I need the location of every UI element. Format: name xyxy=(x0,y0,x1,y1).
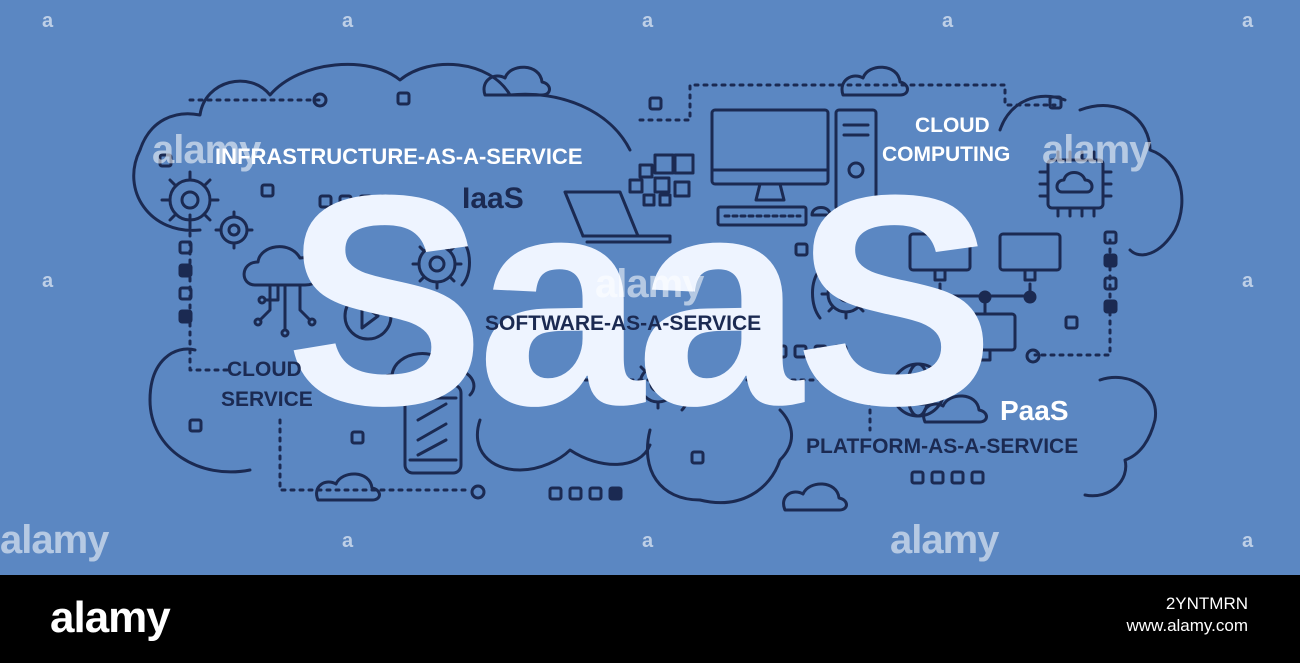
paas-full-label: PLATFORM-AS-A-SERVICE xyxy=(806,435,1079,458)
cloud-service-label-line1: CLOUD xyxy=(227,358,302,381)
watermark-letter: a xyxy=(642,530,654,552)
cloud-outline xyxy=(1083,375,1157,498)
watermark: alamy xyxy=(595,262,704,306)
watermark: alamy xyxy=(0,518,109,562)
gear-icon xyxy=(411,238,471,290)
image-id: 2YNTMRN xyxy=(1165,594,1248,613)
cloud-service-label-line2: SERVICE xyxy=(221,388,313,411)
saas-title: SaaS xyxy=(285,132,995,468)
watermark-letter: a xyxy=(342,10,354,32)
illustration: SaaS INFRASTRUCTURE-AS-A-SERVICE IaaS CL… xyxy=(0,0,1300,575)
laptop-icon xyxy=(563,190,672,244)
watermark-letter: a xyxy=(1242,530,1254,552)
play-button-icon xyxy=(343,291,393,341)
desktop-computer-icon xyxy=(710,108,878,227)
small-cloud-icon xyxy=(315,472,381,502)
line-art xyxy=(132,62,1184,512)
site-url: www.alamy.com xyxy=(1126,616,1248,635)
watermark-letter: a xyxy=(42,270,54,292)
watermark-letter: a xyxy=(942,10,954,32)
watermark: alamy xyxy=(1042,128,1151,172)
saas-full-label: SOFTWARE-AS-A-SERVICE xyxy=(485,312,762,335)
gear-icon xyxy=(811,268,872,320)
iaas-label: IaaS xyxy=(462,182,524,215)
gear-icon xyxy=(214,210,254,250)
watermark-letter: a xyxy=(342,530,354,552)
pixel-squares-icon xyxy=(628,153,695,207)
cloud-network-icon xyxy=(242,245,322,338)
small-cloud-icon xyxy=(840,65,909,97)
watermark: alamy xyxy=(890,518,999,562)
cloud-outline xyxy=(998,94,1067,132)
iaas-full-label: INFRASTRUCTURE-AS-A-SERVICE xyxy=(215,144,583,169)
cloud-computing-label-line2: COMPUTING xyxy=(882,143,1011,166)
cloud-outline xyxy=(645,408,794,505)
footer-image-info: 2YNTMRN www.alamy.com xyxy=(1126,593,1248,637)
cloud-outline xyxy=(148,347,252,474)
smartphone-icon xyxy=(376,352,476,475)
small-cloud-icon xyxy=(782,482,848,512)
small-cloud-icon xyxy=(922,394,988,424)
footer-bar: alamy 2YNTMRN www.alamy.com xyxy=(0,575,1300,663)
watermark-letter: a xyxy=(1242,270,1254,292)
square-dots xyxy=(158,91,1118,501)
footer-logo: alamy xyxy=(50,593,171,642)
gear-icon xyxy=(632,356,691,412)
small-cloud-icon xyxy=(482,65,551,97)
gear-icon xyxy=(160,170,220,230)
cloud-outline xyxy=(475,418,652,472)
watermark-letter: a xyxy=(42,10,54,32)
cloud-chip-icon xyxy=(1038,150,1113,218)
network-monitors-icon xyxy=(908,232,1062,362)
cloud-outline xyxy=(1078,104,1184,257)
watermark-letter: a xyxy=(642,10,654,32)
paas-label: PaaS xyxy=(1000,395,1069,426)
watermark: alamy xyxy=(152,128,261,172)
cloud-computing-label-line1: CLOUD xyxy=(915,114,990,137)
globe-icon xyxy=(890,362,946,418)
watermark-letter: a xyxy=(1242,10,1254,32)
